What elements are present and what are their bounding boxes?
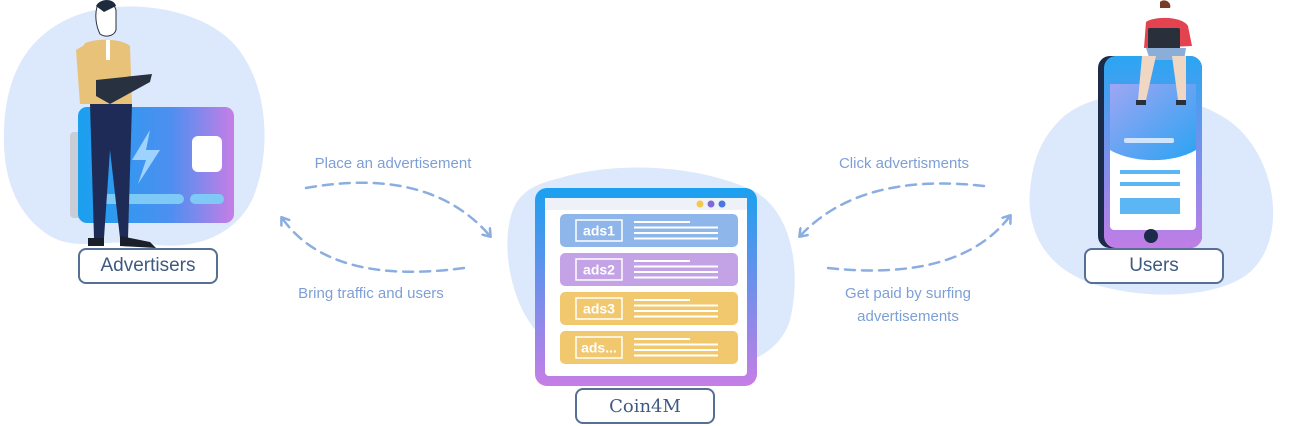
lightning-icon: [132, 130, 160, 184]
ad-row: ads3: [560, 292, 738, 325]
ad-label: ads2: [583, 262, 615, 278]
phone-illustration: [1098, 56, 1202, 248]
ad-text-line: [634, 338, 690, 340]
ad-text-line: [634, 276, 718, 279]
ad-text-line: [634, 271, 718, 273]
ad-text-line: [634, 299, 690, 301]
click-ads-arrow: [800, 182, 986, 236]
bring-traffic-text: Bring traffic and users: [298, 285, 444, 302]
ad-row: ads...: [560, 331, 738, 364]
ad-tag-frame: [575, 219, 623, 242]
ad-text-line: [634, 349, 718, 351]
businessman-figure: [76, 0, 156, 248]
ad-text-line: [634, 221, 690, 223]
ad-text-line: [634, 354, 718, 357]
ad-text-line: [634, 343, 718, 346]
ad-label: ads1: [583, 223, 615, 239]
ad-text-line: [634, 232, 718, 234]
ad-text-line: [634, 260, 690, 262]
ad-tag-frame: [575, 297, 623, 320]
ad-text-line: [634, 315, 718, 318]
place-ad-arrow: [304, 181, 490, 236]
ad-label: ads3: [583, 301, 615, 317]
platform-label: Coin4M: [575, 388, 715, 424]
ad-tag-frame: [575, 258, 623, 281]
ad-tag-frame: [575, 336, 623, 359]
get-paid-text: Get paid by surfing advertisements: [845, 285, 971, 325]
ad-row: ads1: [560, 214, 738, 247]
get-paid-arrow: [826, 216, 1010, 272]
place-ad-text: Place an advertisement: [314, 155, 472, 172]
ad-text-line: [634, 310, 718, 312]
click-ads-text: Click advertisments: [838, 155, 970, 172]
user-figure: [1136, 0, 1192, 105]
bring-traffic-arrow: [282, 218, 466, 274]
ad-text-line: [634, 226, 718, 229]
ad-text-line: [634, 265, 718, 268]
users-label: Users: [1084, 248, 1224, 284]
ad-row: ads2: [560, 253, 738, 286]
ad-text-line: [634, 237, 718, 240]
ad-label: ads...: [581, 340, 617, 356]
ad-text-line: [634, 304, 718, 307]
ads-list: ads1 ads2 ads3 ads...: [560, 214, 738, 364]
advertisers-label: Advertisers: [78, 248, 218, 284]
